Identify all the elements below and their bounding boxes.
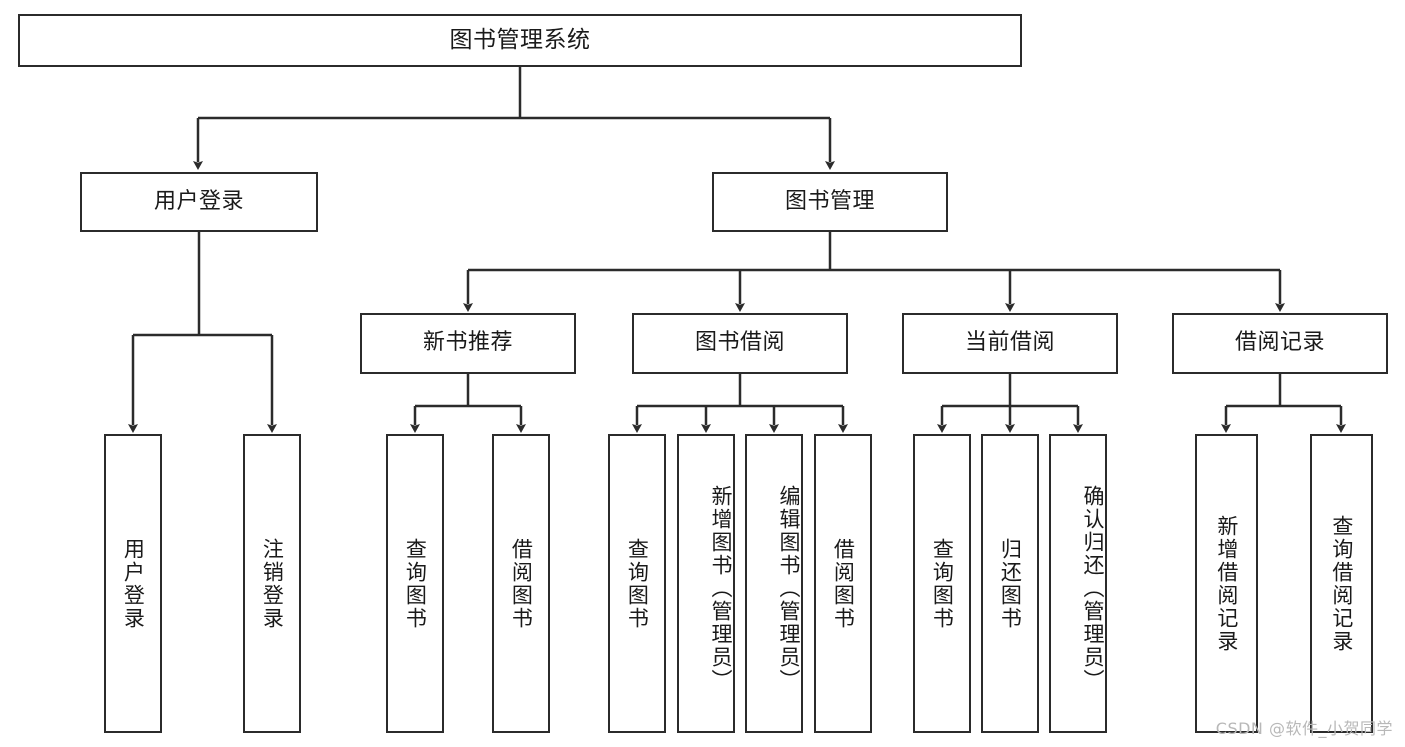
leaf-logout[interactable]: 注销登录 <box>243 434 301 733</box>
leaf-borrow-book[interactable]: 借阅图书 <box>814 434 872 733</box>
node-book-borrow[interactable]: 图书借阅 <box>632 313 848 374</box>
leaf-borrow-book-recommend[interactable]: 借阅图书 <box>492 434 550 733</box>
leaf-user-login[interactable]: 用户登录 <box>104 434 162 733</box>
node-root-system[interactable]: 图书管理系统 <box>18 14 1022 67</box>
node-current-borrow[interactable]: 当前借阅 <box>902 313 1118 374</box>
node-user-login[interactable]: 用户登录 <box>80 172 318 232</box>
leaf-query-borrow-record[interactable]: 查询借阅记录 <box>1310 434 1373 733</box>
leaf-edit-book-admin[interactable]: 编辑图书（管理员） <box>745 434 803 733</box>
leaf-query-book-borrow[interactable]: 查询图书 <box>608 434 666 733</box>
node-book-management[interactable]: 图书管理 <box>712 172 948 232</box>
node-borrow-record[interactable]: 借阅记录 <box>1172 313 1388 374</box>
leaf-query-book-current[interactable]: 查询图书 <box>913 434 971 733</box>
leaf-add-book-admin[interactable]: 新增图书（管理员） <box>677 434 735 733</box>
leaf-confirm-return-admin[interactable]: 确认归还（管理员） <box>1049 434 1107 733</box>
leaf-query-book-recommend[interactable]: 查询图书 <box>386 434 444 733</box>
leaf-return-book[interactable]: 归还图书 <box>981 434 1039 733</box>
csdn-watermark: CSDN @软件_小贺同学 <box>1215 719 1393 738</box>
node-new-book-recommend[interactable]: 新书推荐 <box>360 313 576 374</box>
leaf-add-borrow-record[interactable]: 新增借阅记录 <box>1195 434 1258 733</box>
